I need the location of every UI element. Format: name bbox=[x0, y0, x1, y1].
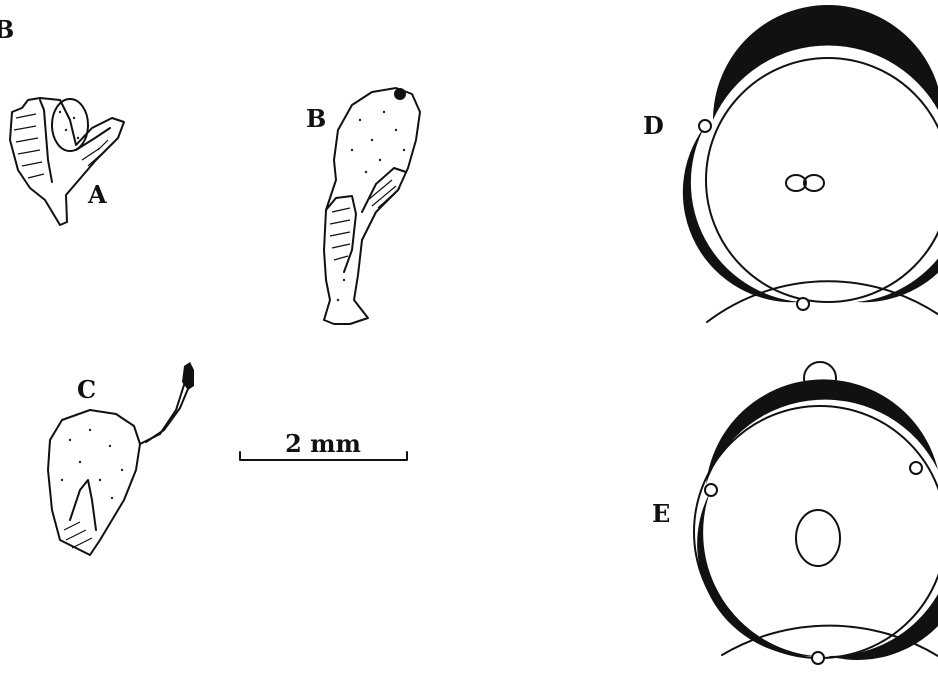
panel-d-diagram bbox=[683, 5, 938, 322]
panel-b-label: B bbox=[306, 104, 326, 133]
panel-e-diagram bbox=[694, 362, 938, 664]
panel-c-drawing bbox=[48, 362, 194, 555]
panel-e-label: E bbox=[652, 499, 670, 528]
corner-label: B bbox=[0, 15, 14, 44]
panel-a-drawing bbox=[10, 98, 124, 225]
panel-c-label: C bbox=[77, 375, 96, 404]
panel-b-drawing bbox=[324, 88, 420, 324]
panel-e-ovary bbox=[796, 510, 840, 566]
panel-a-label: A bbox=[87, 180, 107, 209]
scale-bar-label: 2 mm bbox=[285, 429, 361, 458]
panel-d-label: D bbox=[643, 111, 664, 140]
